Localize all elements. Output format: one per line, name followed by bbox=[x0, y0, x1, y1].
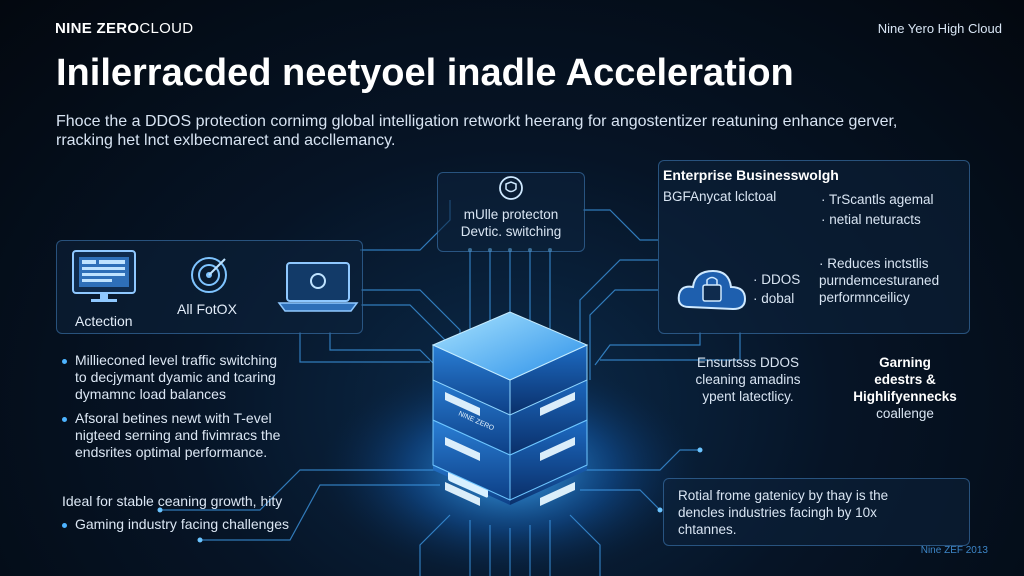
header-tagline: Nine Yero High Cloud bbox=[877, 21, 1002, 36]
right-side-label-2: · dobal bbox=[753, 291, 795, 306]
cloud-security-icon bbox=[677, 269, 747, 311]
footer-mark: Nine ZEF 2013 bbox=[920, 545, 988, 556]
brand-light: CLOUD bbox=[139, 20, 194, 37]
bottom-right-line-1: Rotial frome gatenicy by thay is the bbox=[678, 488, 889, 503]
left-bullet-1: Millieconed level traffic switching to d… bbox=[62, 352, 362, 403]
center-panel-line-2: Devtic. switching bbox=[460, 224, 562, 239]
right-panel-bullet-2: · netial neturacts bbox=[821, 212, 921, 227]
right-reduces-line-1: · Reduces inctstlis bbox=[819, 256, 929, 271]
page-subtitle: Fhoce the a DDOS protection cornimg glob… bbox=[56, 113, 898, 149]
center-panel-line-1: mUlle protecton bbox=[463, 207, 559, 222]
dashboard-icon bbox=[72, 250, 136, 302]
right-panel-bullet-1: · TrScantls agemal bbox=[821, 192, 934, 207]
left-feature-panel: Actection All FotOX bbox=[56, 240, 363, 334]
right-reduces-line-3: performnceilicy bbox=[819, 290, 910, 305]
right-feature-panel: Enterprise Businesswolgh BGFAnycat lclct… bbox=[658, 160, 970, 334]
server-stack bbox=[431, 311, 589, 506]
left-bullet-2: Afsoral betines newt with T-evel nigteed… bbox=[62, 410, 362, 461]
bottom-right-panel: Rotial frome gatenicy by thay is the den… bbox=[663, 478, 970, 546]
bottom-right-line-3: chtannes. bbox=[678, 522, 737, 537]
bullet-dot bbox=[62, 358, 67, 364]
right-side-label-1: · DDOS bbox=[753, 272, 801, 287]
shield-icon bbox=[499, 176, 523, 200]
brand-logo: NINE ZEROCLOUD bbox=[55, 20, 193, 37]
bullet-dot bbox=[62, 416, 67, 422]
left-bottom-line-1: Ideal for stable ceaning growth, hity bbox=[62, 493, 283, 509]
page-title: Inilerracded neetyoel inadle Acceleratio… bbox=[56, 52, 794, 94]
far-right-text: Garning edestrs & Highlifyennecks coalle… bbox=[853, 355, 957, 421]
left-bottom-line-2: Gaming industry facing challenges bbox=[62, 516, 289, 533]
laptop-icon bbox=[277, 262, 359, 312]
center-right-text: Ensurtsss DDOS cleaning amadins ypent la… bbox=[695, 355, 801, 404]
center-feature-panel: mUlle protecton Devtic. switching bbox=[437, 172, 585, 252]
right-panel-subheading: BGFAnycat lclctoal bbox=[663, 189, 777, 204]
right-reduces-line-2: purndemcesturaned bbox=[819, 273, 940, 288]
brand-bold: NINE ZERO bbox=[55, 20, 140, 37]
circuit-lines bbox=[160, 200, 741, 576]
left-panel-label-1: Actection bbox=[75, 313, 133, 329]
target-icon bbox=[191, 257, 227, 293]
bottom-right-line-2: dencles industries facingh by 10x bbox=[678, 505, 877, 520]
right-panel-heading: Enterprise Businesswolgh bbox=[663, 167, 839, 183]
left-panel-label-2: All FotOX bbox=[177, 301, 237, 317]
